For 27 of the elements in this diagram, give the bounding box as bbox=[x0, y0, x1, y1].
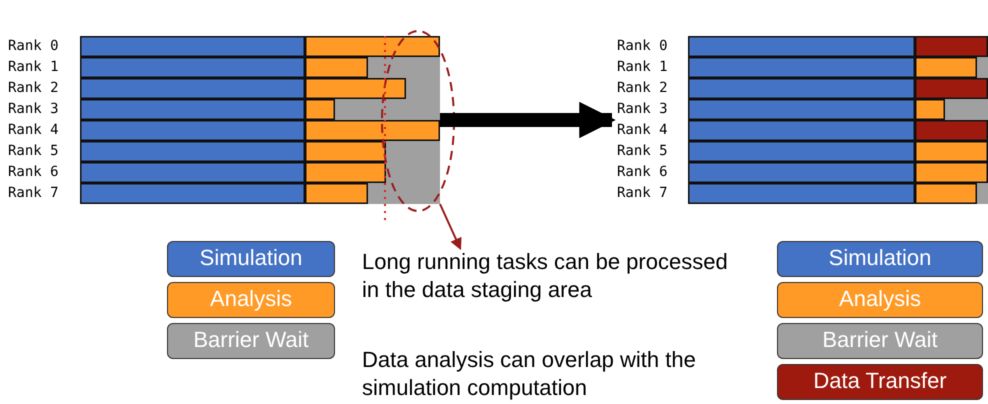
row-label: Rank 0 bbox=[617, 38, 668, 54]
row-label: Rank 5 bbox=[617, 143, 668, 159]
row-label: Rank 3 bbox=[8, 101, 59, 117]
legend-key: Data Transfer bbox=[777, 364, 983, 400]
row-label: Rank 4 bbox=[617, 122, 668, 138]
note-text: Long running tasks can be processed in the data staging area bbox=[362, 248, 734, 304]
row-label: Rank 2 bbox=[617, 80, 668, 96]
row-label: Rank 7 bbox=[8, 185, 59, 201]
legend-key: Simulation bbox=[167, 241, 335, 277]
row-label: Rank 3 bbox=[617, 101, 668, 117]
row-label: Rank 7 bbox=[617, 185, 668, 201]
row-label: Rank 1 bbox=[617, 59, 668, 75]
block-arrow bbox=[440, 102, 616, 138]
legend-key: Analysis bbox=[167, 282, 335, 318]
row-label: Rank 2 bbox=[8, 80, 59, 96]
legend-key: Simulation bbox=[777, 241, 983, 277]
row-label: Rank 6 bbox=[8, 164, 59, 180]
row-label: Rank 5 bbox=[8, 143, 59, 159]
legend-key: Analysis bbox=[777, 282, 983, 318]
row-label: Rank 6 bbox=[617, 164, 668, 180]
row-label: Rank 4 bbox=[8, 122, 59, 138]
note-text: Data analysis can overlap with the simulation computation bbox=[362, 346, 697, 402]
row-label: Rank 0 bbox=[8, 38, 59, 54]
arrow bbox=[439, 204, 462, 250]
row-label: Rank 1 bbox=[8, 59, 59, 75]
legend-key: Barrier Wait bbox=[167, 323, 335, 359]
legend-key: Barrier Wait bbox=[777, 323, 983, 359]
